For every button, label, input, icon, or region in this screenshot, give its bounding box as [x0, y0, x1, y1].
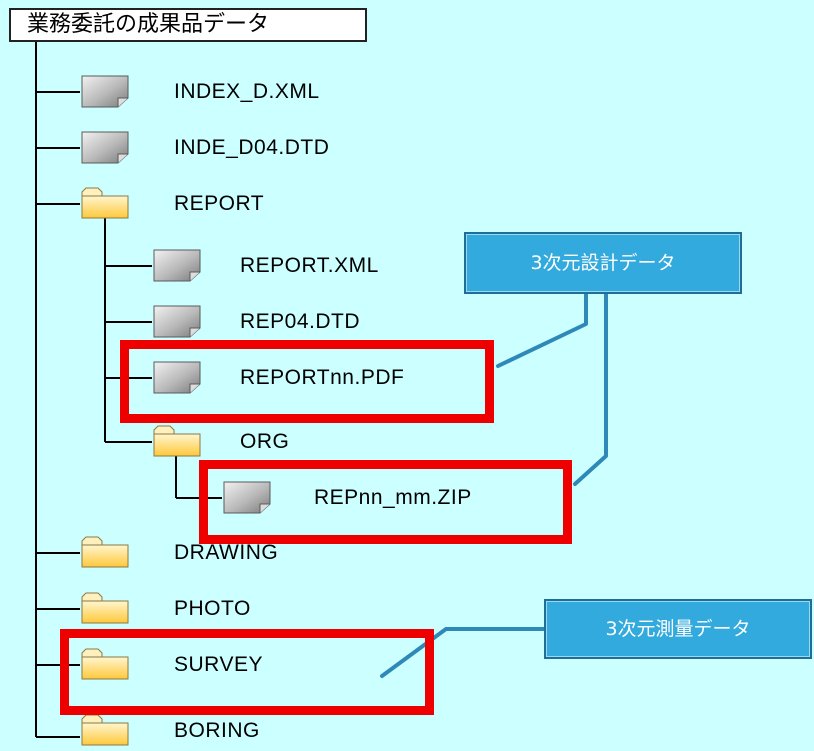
- tree-node-label: INDEX_D.XML: [174, 80, 320, 103]
- tree-node-label: ORG: [240, 430, 290, 453]
- folder-icon: [81, 536, 129, 568]
- callout-3d-survey-data: 3次元測量データ: [544, 599, 812, 659]
- folder-icon: [81, 648, 129, 680]
- highlight-box-report-pdf: [120, 340, 494, 423]
- file-icon: [81, 131, 129, 164]
- callout-3d-design-data: 3次元設計データ: [464, 232, 742, 294]
- tree-node-label: REPORT.XML: [240, 254, 379, 277]
- file-icon: [153, 361, 201, 394]
- root-folder-title: 業務委託の成果品データ: [9, 8, 367, 42]
- highlight-box-survey: [60, 629, 434, 715]
- folder-icon: [81, 714, 129, 746]
- file-icon: [81, 75, 129, 108]
- tree-node-label: PHOTO: [174, 597, 251, 620]
- file-icon: [223, 481, 271, 514]
- tree-node-label: REP04.DTD: [240, 310, 361, 333]
- file-icon: [153, 305, 201, 338]
- tree-node-label: REPORT: [174, 192, 265, 215]
- file-icon: [153, 249, 201, 282]
- folder-icon: [153, 425, 201, 457]
- tree-node-label: SURVEY: [174, 653, 263, 676]
- tree-node-label: REPORTnn.PDF: [240, 366, 405, 389]
- folder-icon: [81, 187, 129, 219]
- tree-node-label: BORING: [174, 719, 260, 742]
- tree-node-label: DRAWING: [174, 541, 279, 564]
- tree-node-label: REPnn_mm.ZIP: [314, 486, 472, 509]
- highlight-box-org-zip: [199, 460, 572, 544]
- tree-node-label: INDE_D04.DTD: [174, 136, 330, 159]
- folder-icon: [81, 592, 129, 624]
